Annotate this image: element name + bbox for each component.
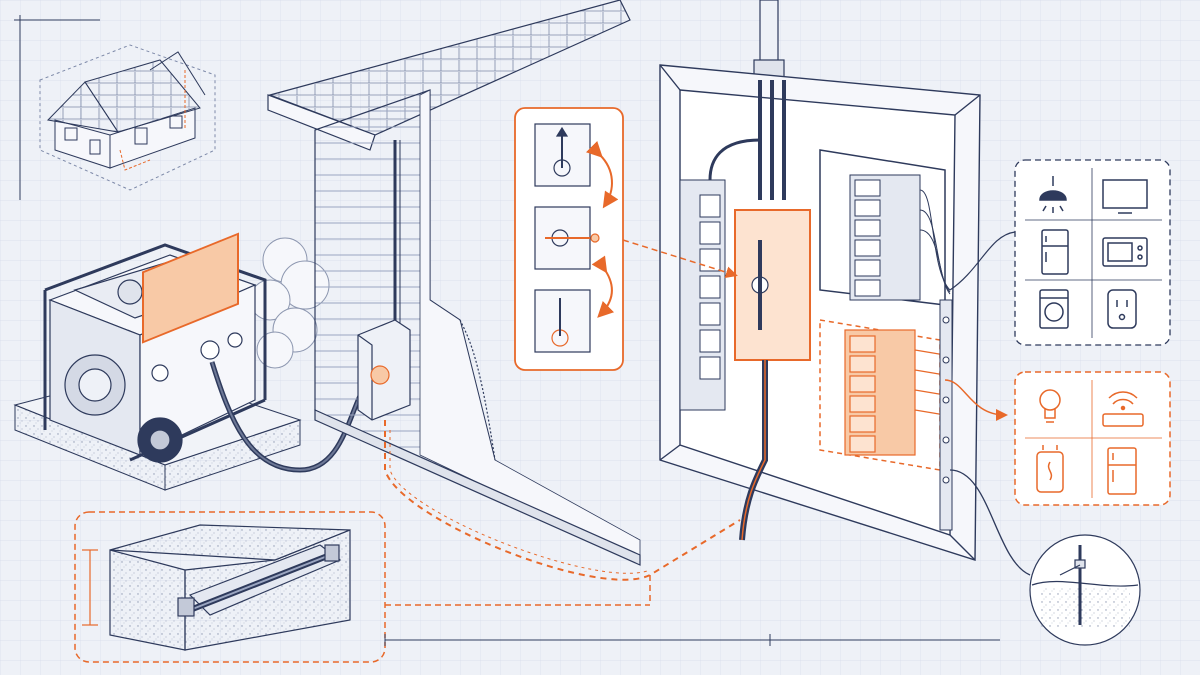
refrigerator-icon: [1041, 229, 1069, 275]
transfer-switch: [734, 209, 811, 361]
house-thumbnail: [39, 44, 216, 191]
switch-position-center: [534, 206, 600, 270]
ground-rod-detail: [1029, 534, 1141, 646]
ceiling-lamp-icon: [1039, 176, 1067, 213]
switch-position-up: [534, 123, 591, 187]
service-mast: [753, 0, 785, 79]
ground-wire: [949, 469, 1031, 576]
switch-position-down: [534, 289, 591, 353]
washing-machine-icon: [1039, 289, 1069, 329]
microwave-icon: [1102, 237, 1148, 267]
wifi-router-icon: [1102, 391, 1144, 427]
dimension-line-vertical: [14, 15, 100, 200]
conduit-cross-section: [74, 511, 386, 663]
wall-outlet-icon: [1107, 289, 1137, 329]
buried-conduit-route: [384, 420, 741, 581]
standard-loads-panel: [949, 159, 1171, 346]
critical-loads-panel: [944, 371, 1171, 506]
rotate-arrow-upper: [585, 140, 619, 209]
light-bulb-icon: [1039, 389, 1061, 423]
portable-generator: [43, 232, 267, 463]
generator-breakers: [819, 319, 946, 471]
freezer-icon: [1107, 447, 1137, 495]
rotate-arrow-lower: [591, 255, 615, 318]
main-breakers-left: [679, 179, 726, 411]
ground-bus: [939, 299, 953, 531]
generator-outlet-panel: [142, 232, 239, 344]
water-heater-icon: [1036, 445, 1064, 493]
transfer-switch-detail-panel: [514, 107, 624, 371]
dimension-line-bottom: [384, 634, 1000, 646]
inlet-box: [357, 319, 411, 421]
standard-breakers: [819, 149, 951, 306]
television-icon: [1102, 179, 1148, 214]
